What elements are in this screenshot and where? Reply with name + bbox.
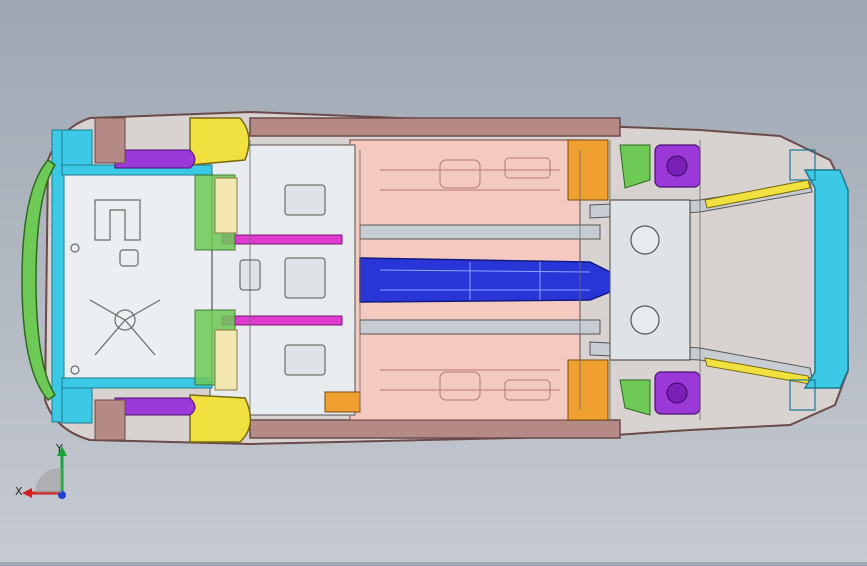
rear-wheelhouse-left bbox=[189, 117, 250, 166]
front-subframe bbox=[609, 199, 691, 361]
front-spring-seat-lower bbox=[630, 305, 660, 335]
seat-rail-upper bbox=[359, 224, 601, 240]
kickup-panel-lower bbox=[214, 329, 238, 391]
spare-well-stamping bbox=[70, 199, 161, 375]
rear-rail-left bbox=[51, 129, 65, 423]
left-side-sill bbox=[249, 117, 621, 137]
rear-cross-rail-lower bbox=[61, 377, 213, 389]
axis-triad: X Y bbox=[15, 442, 67, 499]
x-axis-label: X bbox=[15, 485, 23, 498]
y-axis-label: Y bbox=[55, 442, 63, 455]
right-side-sill bbox=[249, 419, 621, 439]
front-tie-bar-upper bbox=[704, 179, 811, 209]
bracket-front-left bbox=[567, 139, 609, 201]
rear-shock-mount-left bbox=[114, 149, 196, 169]
front-bumper-beam bbox=[803, 169, 849, 389]
rear-wheelhouse-right bbox=[189, 394, 252, 443]
center-tunnel bbox=[359, 257, 611, 303]
rear-shock-mount-right bbox=[114, 397, 196, 416]
front-spring-seat-upper bbox=[630, 225, 660, 255]
rear-crossmember-upper bbox=[221, 234, 343, 245]
floor-ribs bbox=[380, 157, 560, 401]
kickup-panel-upper bbox=[214, 177, 238, 234]
front-wheelhouse-accent-lower bbox=[619, 379, 651, 416]
spare-wheel-well bbox=[61, 171, 213, 385]
bracket-front-right bbox=[567, 359, 609, 421]
rear-crossmember-lower bbox=[221, 315, 343, 326]
front-wheelhouse-accent-upper bbox=[619, 144, 651, 189]
seat-rail-lower bbox=[359, 319, 601, 335]
rear-bumper bbox=[21, 158, 57, 402]
